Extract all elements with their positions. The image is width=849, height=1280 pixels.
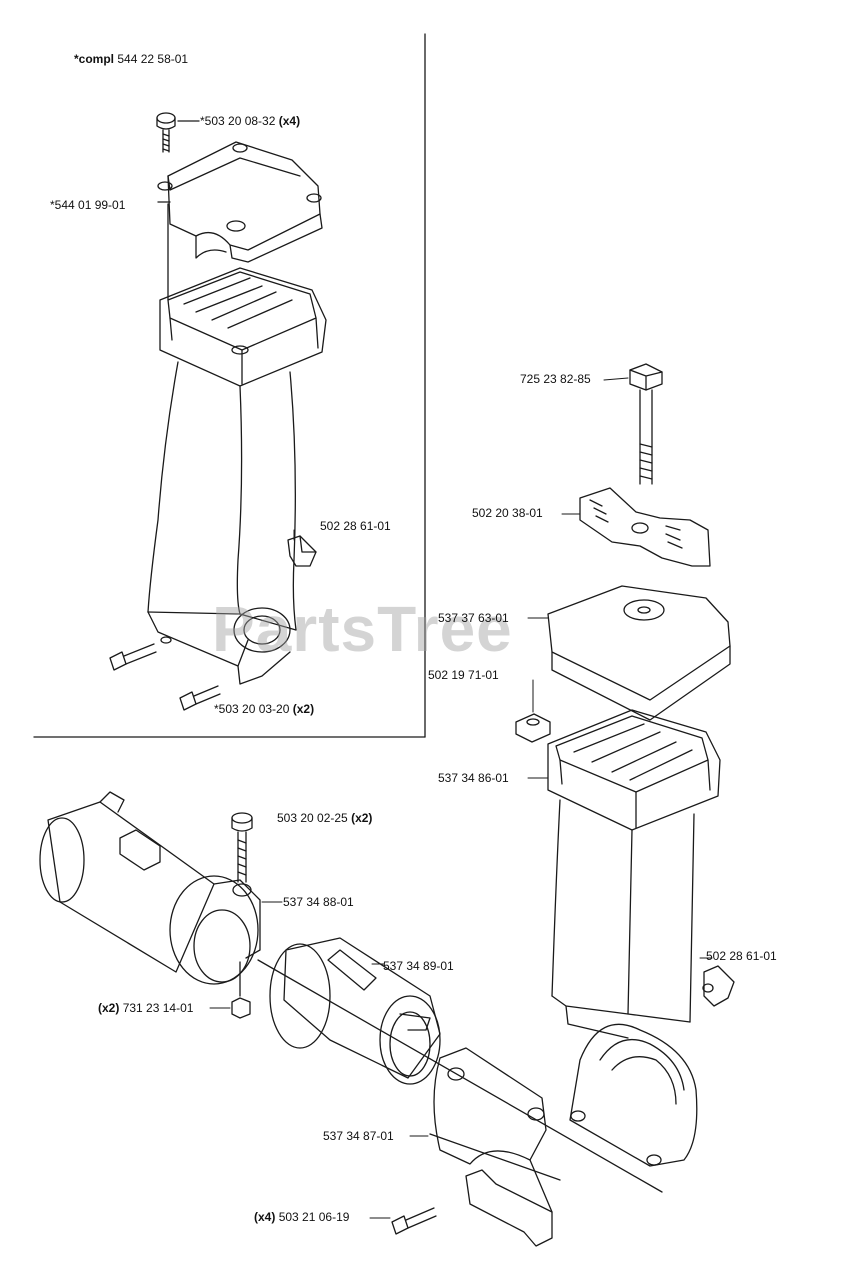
bolt-drawing <box>629 363 663 485</box>
label-screw-top: *503 20 08-32 (x4) <box>200 114 300 128</box>
label-bolt: 725 23 82-85 <box>520 372 591 386</box>
leader-lines <box>209 377 713 1219</box>
label-collar: 537 34 88-01 <box>283 895 354 909</box>
label-kit: *compl 544 22 58-01 <box>74 52 188 66</box>
tube-left-drawing <box>39 791 663 1193</box>
label-screw-tube-qty: (x2) <box>351 811 373 825</box>
label-screw-bottom-main-part: 503 21 06-19 <box>278 1210 350 1224</box>
label-cap: 537 37 63-01 <box>438 611 509 625</box>
inset-side-screws-drawing <box>109 643 221 711</box>
bottom-screw-drawing <box>391 1207 437 1235</box>
bottom-clamp-drawing <box>429 1047 561 1247</box>
cap-drawing <box>547 585 731 721</box>
watermark: PartsTree <box>212 593 513 665</box>
lower-clamp-right-drawing <box>569 1023 698 1167</box>
label-screw-bottom-inset-qty: (x2) <box>292 702 315 716</box>
clip-right-drawing <box>702 965 735 1007</box>
label-clamp-bottom: 537 34 87-01 <box>323 1129 394 1143</box>
sleeve-drawing <box>269 937 441 1085</box>
label-screw-bottom-inset: *503 20 03-20 (x2) <box>214 702 314 716</box>
block-drawing <box>547 709 721 1039</box>
label-clamp-top: *544 01 99-01 <box>50 198 126 212</box>
label-screw-top-qty: (x4) <box>278 114 301 128</box>
label-nut: 502 19 71-01 <box>428 668 499 682</box>
label-screw-bottom-main: (x4) 503 21 06-19 <box>254 1210 349 1224</box>
label-main-clip: 502 28 61-01 <box>706 949 777 963</box>
label-screw-top-part: *503 20 08-32 <box>200 114 276 128</box>
inset-handle-drawing <box>147 267 327 685</box>
inset-clamp-top-drawing <box>157 141 323 301</box>
label-screw-bottom-inset-part: *503 20 03-20 <box>214 702 290 716</box>
label-kit-part: 544 22 58-01 <box>117 52 189 66</box>
label-sleeve: 537 34 89-01 <box>383 959 454 973</box>
label-screw-tube-part: 503 20 02-25 <box>277 811 348 825</box>
nut-drawing <box>515 713 551 743</box>
label-inset-clip: 502 28 61-01 <box>320 519 391 533</box>
label-screw-bottom-main-qty: (x4) <box>254 1210 276 1224</box>
label-block: 537 34 86-01 <box>438 771 509 785</box>
label-screw-tube: 503 20 02-25 (x2) <box>277 811 372 825</box>
tube-screw-drawing <box>231 812 253 1019</box>
label-nut-small: (x2) 731 23 14-01 <box>98 1001 193 1015</box>
inset-screw-top-drawing <box>156 112 200 153</box>
label-nut-small-qty: (x2) <box>98 1001 120 1015</box>
label-knob: 502 20 38-01 <box>472 506 543 520</box>
label-nut-small-part: 731 23 14-01 <box>122 1001 194 1015</box>
knob-drawing <box>579 487 711 567</box>
label-kit-prefix: *compl <box>74 52 115 66</box>
